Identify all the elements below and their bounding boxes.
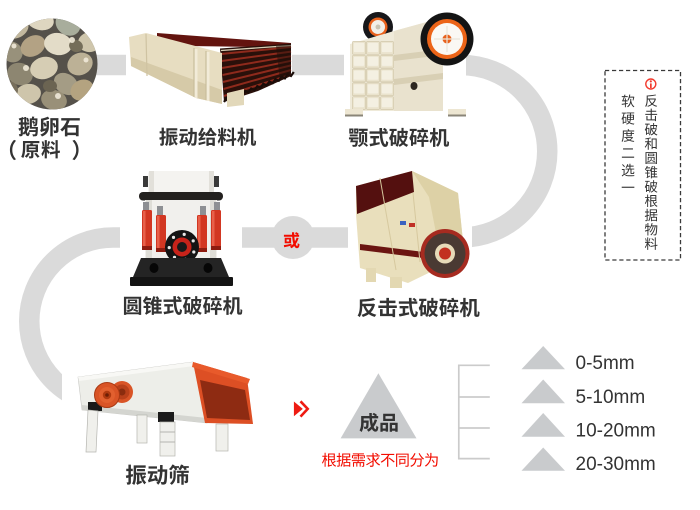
svg-text:0-5mm: 0-5mm <box>576 353 635 374</box>
svg-text:20-30mm: 20-30mm <box>576 454 656 475</box>
svg-text:5-10mm: 5-10mm <box>576 387 646 408</box>
svg-text:10-20mm: 10-20mm <box>576 420 656 441</box>
